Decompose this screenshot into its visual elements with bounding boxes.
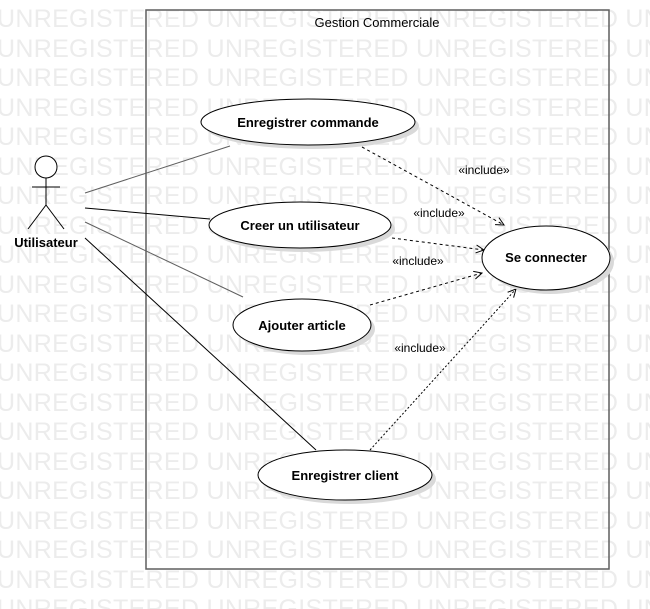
usecase-label: Enregistrer client: [292, 468, 400, 483]
actor-head: [34, 155, 58, 179]
include-arrow-utilisateur: [391, 237, 484, 250]
usecase-label: Ajouter article: [258, 318, 345, 333]
usecase-ellipse: [481, 225, 611, 291]
system-title: Gestion Commerciale: [315, 15, 440, 30]
include-label-commande: «include»: [458, 163, 510, 177]
actor-right-leg: [45, 204, 65, 230]
usecase-ellipse: [232, 298, 372, 352]
association-creer-utilisateur: [84, 207, 211, 220]
include-label-utilisateur: «include»: [413, 206, 465, 220]
usecase-ellipse: [200, 98, 416, 146]
actor-label: Utilisateur: [14, 235, 78, 250]
usecase-ellipse: [208, 201, 392, 249]
system-boundary: [145, 9, 610, 570]
usecase-label: Creer un utilisateur: [240, 218, 359, 233]
usecase-creer-utilisateur[interactable]: Creer un utilisateur: [208, 201, 395, 252]
include-arrow-article: [369, 273, 482, 306]
usecase-label: Se connecter: [505, 250, 587, 265]
actor-left-leg: [27, 204, 47, 230]
association-ajouter-article: [84, 221, 244, 298]
include-label-client: «include»: [394, 341, 446, 355]
association-enregistrer-commande: [84, 145, 231, 194]
usecase-label: Enregistrer commande: [237, 115, 379, 130]
include-arrow-client: [369, 289, 516, 451]
usecase-se-connecter[interactable]: Se connecter: [481, 225, 614, 294]
association-enregistrer-client: [84, 237, 317, 451]
usecase-enregistrer-commande[interactable]: Enregistrer commande: [200, 98, 419, 149]
include-label-article: «include»: [392, 254, 444, 268]
usecase-enregistrer-client[interactable]: Enregistrer client: [257, 449, 436, 504]
usecase-ajouter-article[interactable]: Ajouter article: [232, 298, 375, 355]
actor-utilisateur[interactable]: Utilisateur: [14, 155, 78, 250]
usecase-ellipse: [257, 449, 433, 501]
